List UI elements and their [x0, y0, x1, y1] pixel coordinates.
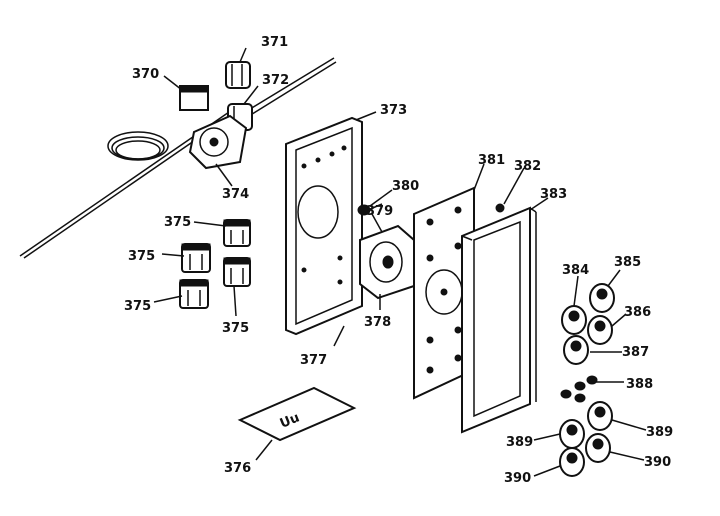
part-387-knob — [563, 335, 589, 365]
part-375-switch — [179, 279, 209, 309]
switch-group — [179, 219, 251, 309]
part-label-384: 384 — [562, 263, 589, 278]
part-label-390: 390 — [504, 471, 531, 486]
part-label-382: 382 — [514, 159, 541, 174]
part-label-377: 377 — [300, 353, 327, 368]
part-label-381: 381 — [478, 153, 505, 168]
panel-cutout — [297, 185, 339, 239]
part-label-387: 387 — [622, 345, 649, 360]
part-label-372: 372 — [262, 73, 289, 88]
part-label-389: 389 — [646, 425, 673, 440]
part-390-knob — [585, 433, 611, 463]
thermostat-assembly — [19, 57, 337, 259]
part-label-370: 370 — [132, 67, 159, 82]
part-375-switch — [181, 243, 211, 273]
part-label-371: 371 — [261, 35, 288, 50]
part-384-knob — [561, 305, 587, 335]
part-label-373: 373 — [380, 103, 407, 118]
part-label-374: 374 — [222, 187, 249, 202]
part-label-375: 375 — [128, 249, 155, 264]
part-386-knob — [587, 315, 613, 345]
part-378-timer — [359, 224, 415, 300]
part-number-labels: 370 371 372 373 374 375 375 375 375 376 … — [124, 35, 673, 486]
part-389-knob — [559, 419, 585, 449]
leader-lines — [153, 47, 647, 477]
part-382-screw — [495, 203, 505, 213]
part-label-383: 383 — [540, 187, 567, 202]
part-388-clip-set — [560, 375, 598, 403]
part-label-388: 388 — [626, 377, 653, 392]
part-label-376: 376 — [224, 461, 251, 476]
part-label-375: 375 — [222, 321, 249, 336]
knob-group — [559, 283, 615, 477]
part-label-386: 386 — [624, 305, 651, 320]
part-label-380: 380 — [392, 179, 419, 194]
part-373-rear-panel — [285, 116, 363, 336]
capillary-coil — [107, 131, 169, 161]
part-label-375: 375 — [124, 299, 151, 314]
part-label-390: 390 — [644, 455, 671, 470]
part-label-378: 378 — [364, 315, 391, 330]
part-371 — [225, 61, 251, 89]
part-label-389: 389 — [506, 435, 533, 450]
part-381-control-panel — [413, 186, 475, 400]
part-380-screw — [357, 203, 383, 216]
part-375-switch — [223, 219, 251, 247]
part-label-379: 379 — [366, 204, 393, 219]
part-390-knob — [559, 447, 585, 477]
part-label-385: 385 — [614, 255, 641, 270]
part-383-frame — [461, 206, 537, 434]
part-389-knob — [587, 401, 613, 431]
label-plate-text: Uu — [278, 410, 302, 431]
part-385-knob — [589, 283, 615, 313]
part-375-switch — [223, 257, 251, 287]
part-376-label-plate: Uu — [237, 386, 357, 442]
part-label-375: 375 — [164, 215, 191, 230]
